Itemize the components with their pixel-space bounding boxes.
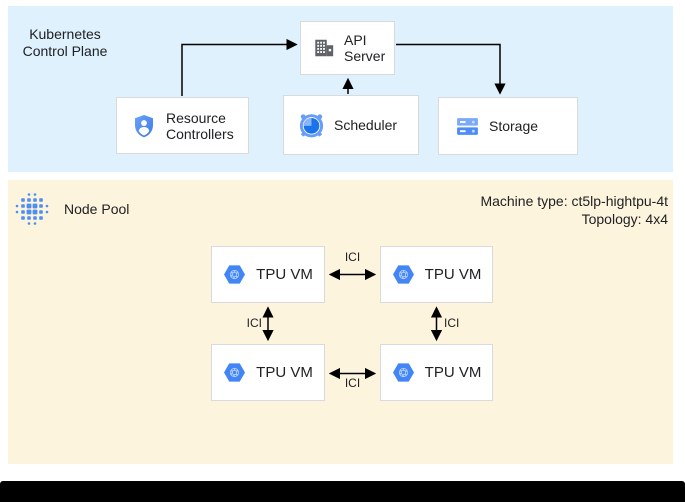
scheduler-label: Scheduler bbox=[334, 117, 398, 133]
ici-label-top: ICI bbox=[344, 250, 361, 264]
bottom-black-bar bbox=[0, 481, 685, 502]
tpu-vm-box-top-left: TPU VM bbox=[211, 246, 325, 303]
tpu-vm-box-bottom-left: TPU VM bbox=[211, 344, 325, 401]
tpu-vm-label: TPU VM bbox=[256, 266, 313, 283]
tpu-hexagon-icon bbox=[392, 363, 414, 382]
storage-label: Storage bbox=[489, 118, 539, 134]
dots-grid-icon bbox=[15, 193, 49, 225]
tpu-vm-label: TPU VM bbox=[424, 364, 482, 381]
shield-user-icon bbox=[135, 114, 153, 137]
storage-box: Storage bbox=[438, 97, 578, 155]
tpu-hexagon-icon bbox=[392, 265, 414, 284]
control-plane-title-line2: Control Plane bbox=[22, 43, 108, 59]
tpu-hexagon-icon bbox=[224, 363, 246, 382]
node-pool-meta: Machine type: ct5lp-hightpu-4t Topology:… bbox=[480, 192, 668, 228]
api-server-label: API Server bbox=[344, 32, 386, 64]
resource-controllers-label: Resource Controllers bbox=[166, 109, 234, 142]
server-stack-icon bbox=[457, 117, 478, 135]
ici-label-bottom: ICI bbox=[344, 376, 361, 390]
scheduler-box: Scheduler bbox=[283, 95, 419, 155]
topology-text: Topology: 4x4 bbox=[581, 211, 668, 227]
ici-label-left: ICI bbox=[246, 316, 262, 330]
tpu-vm-label: TPU VM bbox=[256, 364, 313, 381]
building-icon bbox=[315, 39, 334, 57]
ici-label-right: ICI bbox=[444, 316, 460, 330]
node-pool-title: Node Pool bbox=[64, 201, 130, 217]
api-server-box: API Server bbox=[300, 21, 395, 75]
tpu-vm-box-bottom-right: TPU VM bbox=[380, 344, 493, 401]
alarm-clock-icon bbox=[299, 113, 324, 137]
machine-type-text: Machine type: ct5lp-hightpu-4t bbox=[480, 193, 668, 209]
control-plane-title: Kubernetes Control Plane bbox=[13, 26, 117, 60]
node-pool-panel bbox=[8, 180, 673, 464]
tpu-vm-label: TPU VM bbox=[424, 266, 482, 283]
tpu-vm-box-top-right: TPU VM bbox=[380, 246, 493, 303]
tpu-hexagon-icon bbox=[224, 265, 246, 284]
control-plane-title-line1: Kubernetes bbox=[29, 26, 101, 42]
resource-controllers-box: Resource Controllers bbox=[116, 97, 249, 154]
